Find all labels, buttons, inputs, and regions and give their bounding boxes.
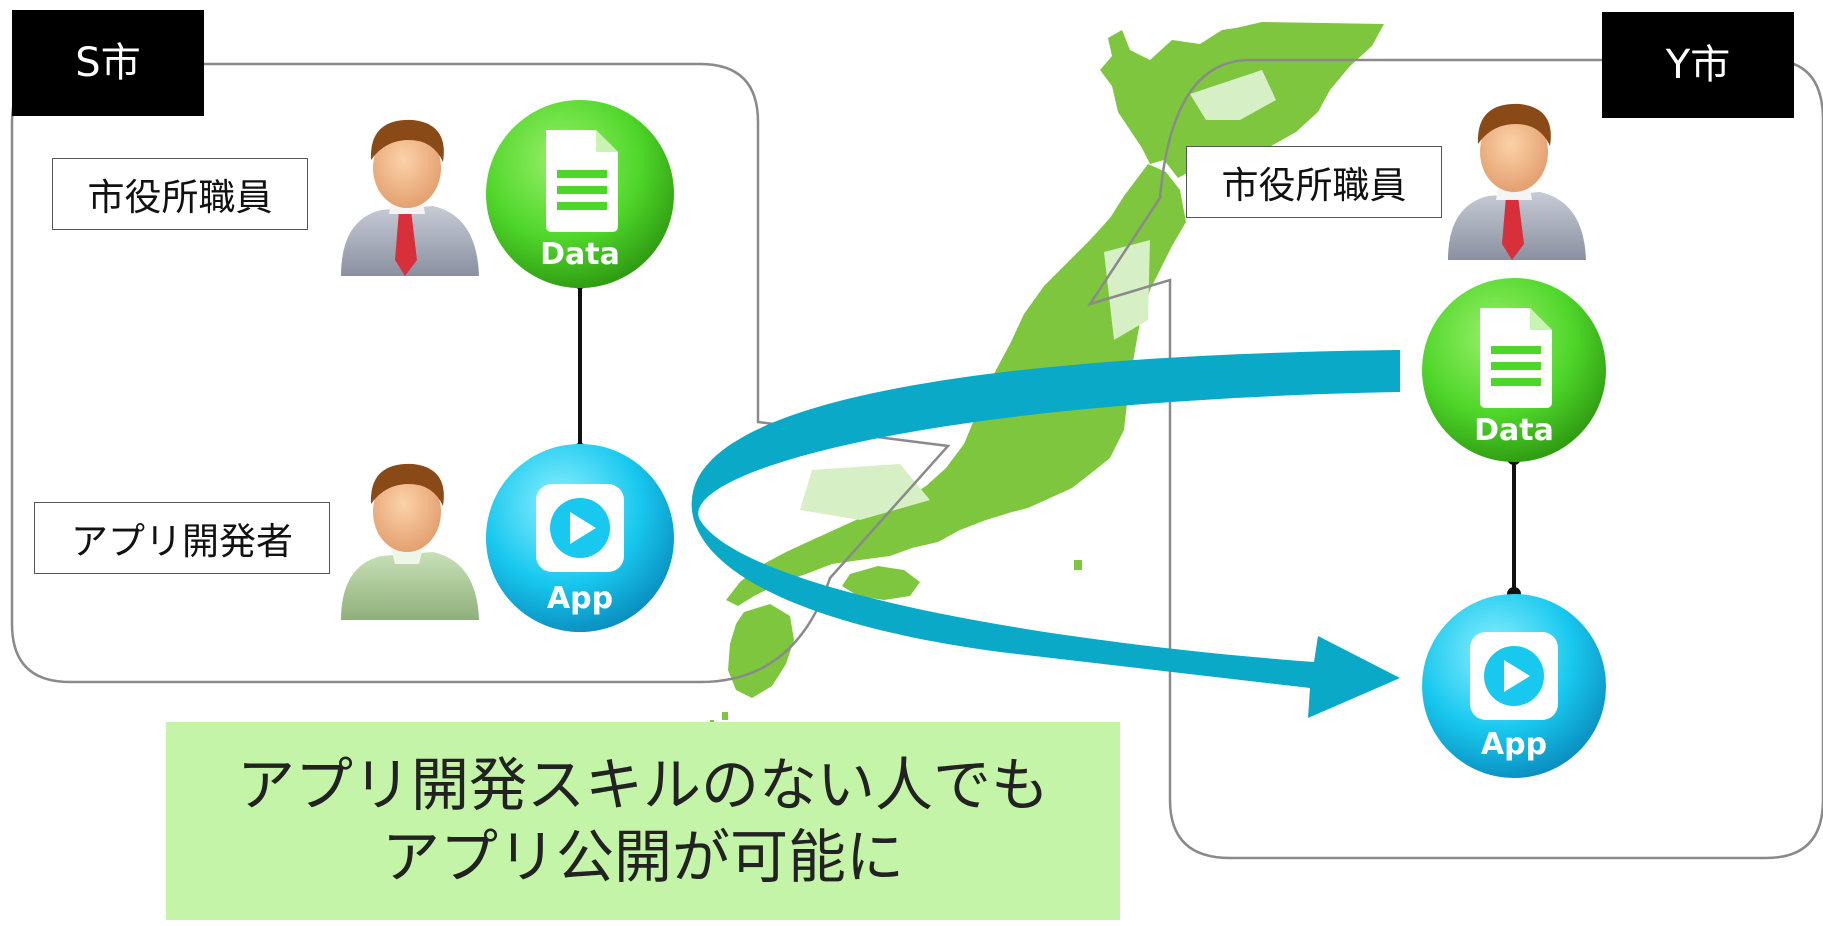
staff-person-icon [1448,103,1586,260]
y-data-circle: Data [1422,278,1606,462]
share-arrow [691,350,1400,718]
document-icon [546,130,618,232]
caption-box: アプリ開発スキルのない人でも アプリ公開が可能に [166,722,1120,920]
s-app-circle: App [486,444,674,632]
y-staff-label: 市役所職員 [1186,146,1442,218]
s-developer-label: アプリ開発者 [34,502,330,574]
s-app-label: App [547,581,613,616]
caption-line-2: アプリ公開が可能に [381,823,904,891]
staff-person-icon [341,119,479,276]
caption-line-1: アプリ開発スキルのない人でも [236,750,1049,819]
y-app-label: App [1481,727,1547,762]
y-app-circle: App [1422,594,1606,778]
developer-person-icon [341,463,479,620]
s-staff-label: 市役所職員 [52,158,308,230]
play-icon [1470,632,1558,720]
y-city-panel [1087,58,1823,860]
document-icon [1480,308,1552,408]
y-data-label: Data [1474,413,1554,448]
s-data-circle: Data [486,100,674,288]
s-city-tag: S市 [12,10,204,116]
s-data-label: Data [540,237,620,272]
y-city-tag: Y市 [1602,12,1794,118]
play-icon [536,484,624,572]
